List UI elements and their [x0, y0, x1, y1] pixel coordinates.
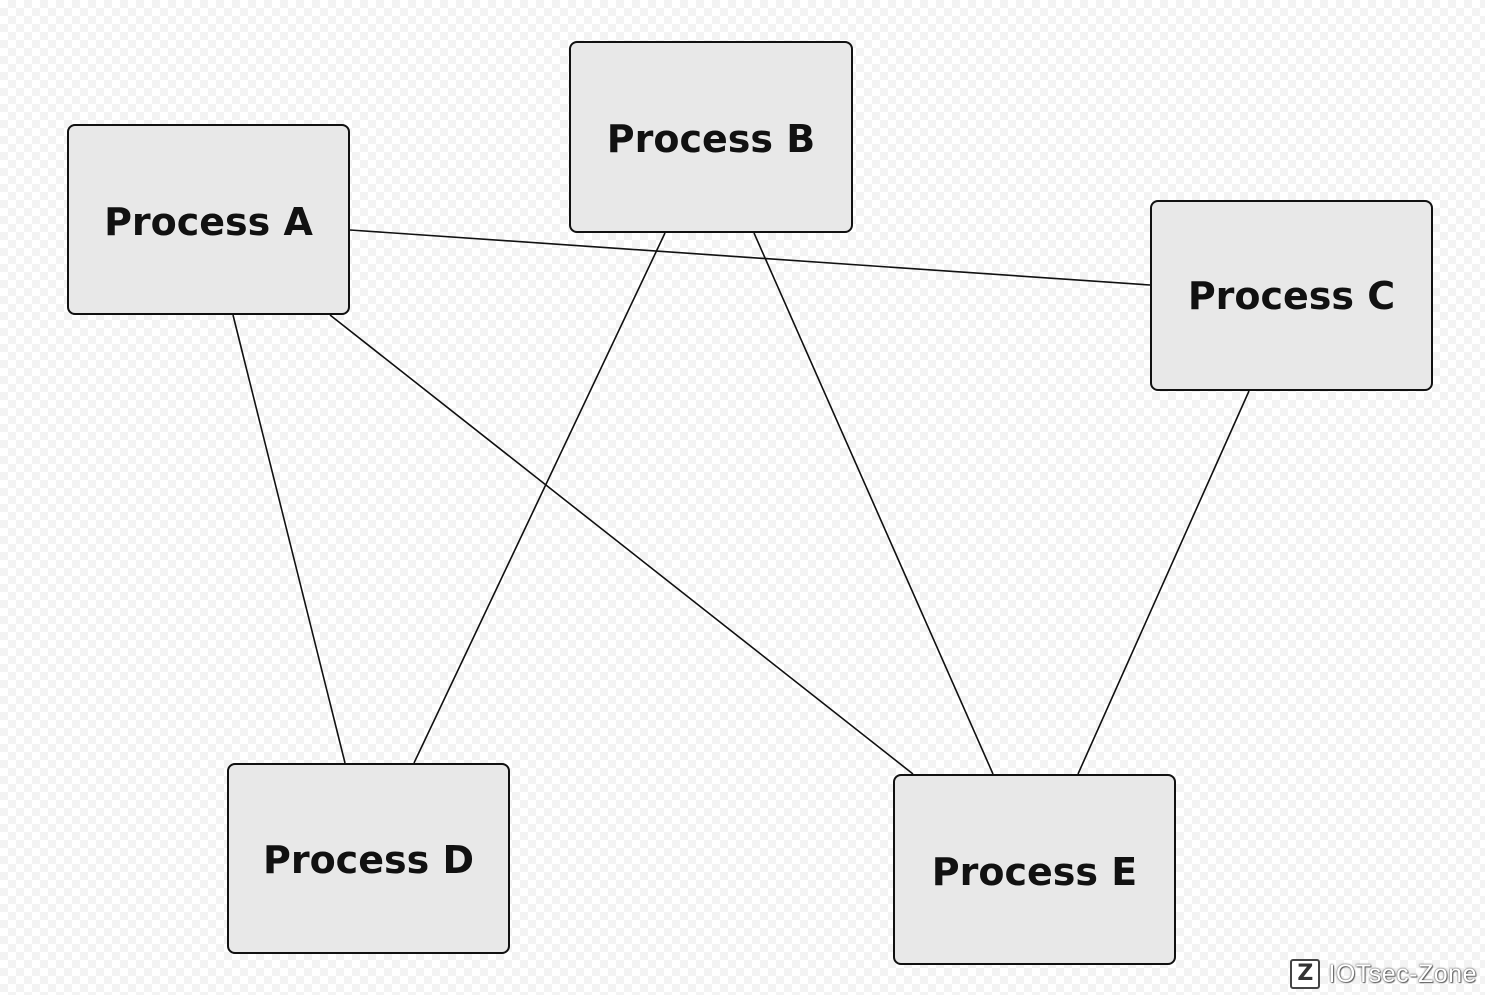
watermark-logo-icon: Z: [1290, 959, 1321, 989]
node-label: Process A: [104, 199, 313, 244]
node-process-b[interactable]: Process B: [569, 41, 853, 233]
node-label: Process D: [262, 837, 474, 882]
node-process-c[interactable]: Process C: [1150, 200, 1433, 391]
node-label: Process B: [606, 117, 816, 161]
watermark: Z IOTsec-Zone: [1290, 959, 1477, 989]
watermark-text: IOTsec-Zone: [1328, 959, 1477, 988]
edge-c-e: [1077, 390, 1250, 775]
edge-b-d: [413, 232, 666, 764]
node-label: Process C: [1187, 273, 1396, 318]
edge-a-e: [329, 314, 914, 775]
node-process-d[interactable]: Process D: [227, 763, 510, 954]
edge-b-e: [753, 232, 994, 775]
edge-a-d: [232, 314, 346, 764]
node-label: Process E: [931, 849, 1138, 894]
node-process-a[interactable]: Process A: [67, 124, 350, 315]
node-process-e[interactable]: Process E: [893, 774, 1176, 965]
edge-a-c: [349, 229, 1151, 286]
